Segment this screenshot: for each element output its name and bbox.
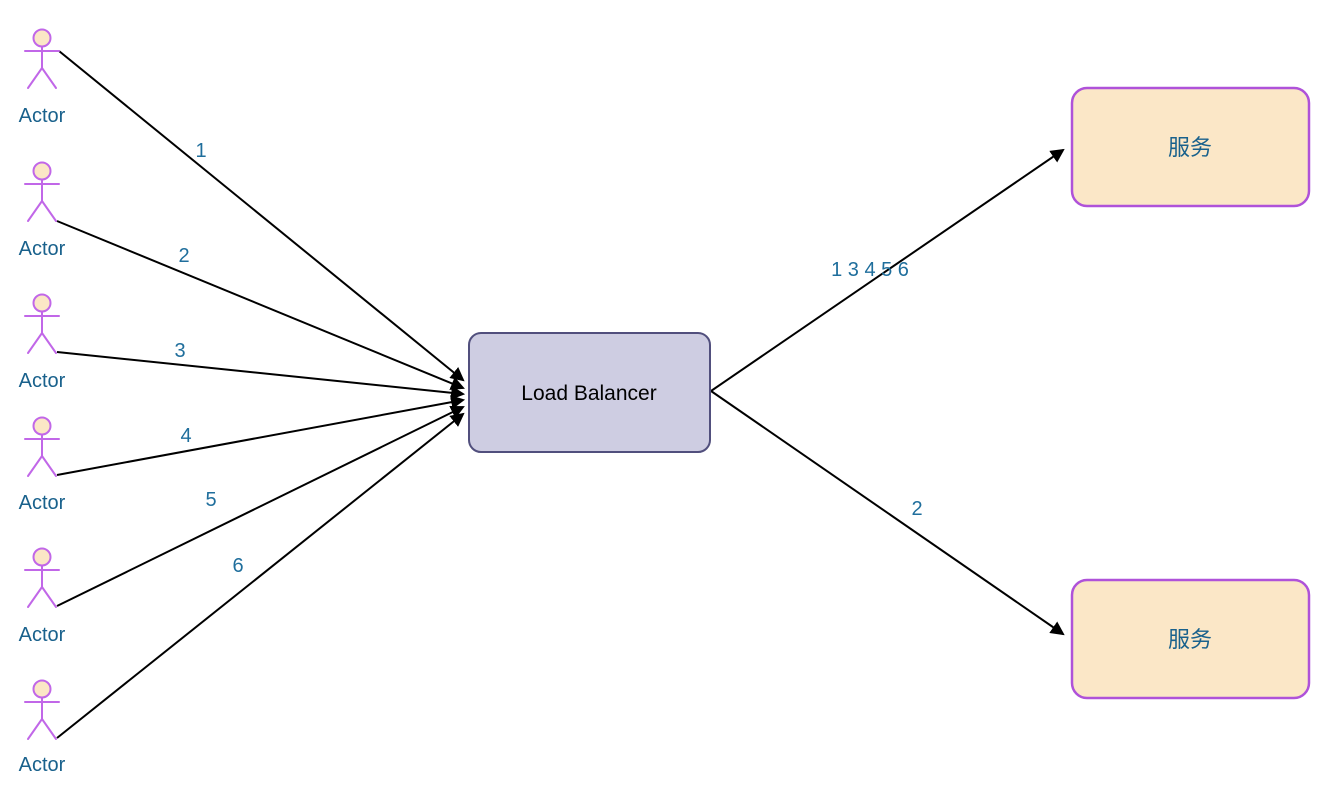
edge-label-5: 5 <box>205 489 216 511</box>
actor-leg-right <box>41 586 57 608</box>
actor-node-3: Actor <box>19 293 66 392</box>
edge-label-2-out: 2 <box>911 498 922 520</box>
edge-label-2: 2 <box>178 245 189 267</box>
edge-label-1: 1 <box>195 140 206 162</box>
edge-label-3: 3 <box>174 340 185 362</box>
actor-leg-right <box>41 67 57 89</box>
actor-leg-left <box>27 200 43 222</box>
service-bottom-box <box>1070 578 1311 700</box>
actor-leg-left <box>27 455 43 477</box>
edge-actor2-lb <box>56 220 465 390</box>
actor-leg-left <box>27 67 43 89</box>
actor-head-icon <box>32 547 52 567</box>
actor-head-icon <box>32 293 52 313</box>
service-top-box <box>1070 86 1311 208</box>
actor-leg-right <box>41 332 57 354</box>
actor-head-icon <box>32 28 52 48</box>
edge-label-4: 4 <box>180 425 191 447</box>
actor-node-6: Actor <box>19 679 66 776</box>
edge-actor3-lb <box>56 351 466 400</box>
actor-node-1: Actor <box>19 28 66 127</box>
actor-label-5: Actor <box>19 624 66 646</box>
edge-lb-service-bottom <box>710 390 1065 636</box>
actor-leg-right <box>41 200 57 222</box>
edge-actor6-lb <box>56 412 465 739</box>
load-balancer-node: Load Balancer <box>468 332 711 453</box>
actor-leg-right <box>41 455 57 477</box>
actor-label-3: Actor <box>19 370 66 392</box>
actor-head-icon <box>32 679 52 699</box>
edge-label-13456: 1 3 4 5 6 <box>831 259 909 281</box>
actor-node-4: Actor <box>19 416 66 514</box>
edge-label-6: 6 <box>232 555 243 577</box>
actor-leg-left <box>27 718 43 740</box>
actor-leg-right <box>41 718 57 740</box>
edges-out: 1 3 4 5 6 2 <box>710 148 1065 636</box>
actor-head-icon <box>32 416 52 436</box>
edge-actor5-lb <box>56 405 465 607</box>
actor-node-2: Actor <box>19 161 66 260</box>
service-bottom-label: 服务 <box>1168 627 1212 652</box>
edge-lb-service-top <box>710 148 1065 392</box>
service-top-node: 服务 <box>1070 86 1311 208</box>
actor-label-4: Actor <box>19 492 66 514</box>
edge-actor1-lb <box>58 50 465 382</box>
service-bottom-node: 服务 <box>1070 578 1311 700</box>
actor-head-icon <box>32 161 52 181</box>
service-top-label: 服务 <box>1168 135 1212 160</box>
load-balancer-box <box>468 332 711 453</box>
load-balancer-label: Load Balancer <box>521 382 656 405</box>
actor-node-5: Actor <box>19 547 66 646</box>
actor-label-1: Actor <box>19 105 66 127</box>
edge-actor4-lb <box>56 395 466 476</box>
actor-leg-left <box>27 586 43 608</box>
actor-label-2: Actor <box>19 238 66 260</box>
actor-leg-left <box>27 332 43 354</box>
edges-in: 1 2 3 4 5 6 <box>56 50 466 739</box>
actor-label-6: Actor <box>19 754 66 776</box>
